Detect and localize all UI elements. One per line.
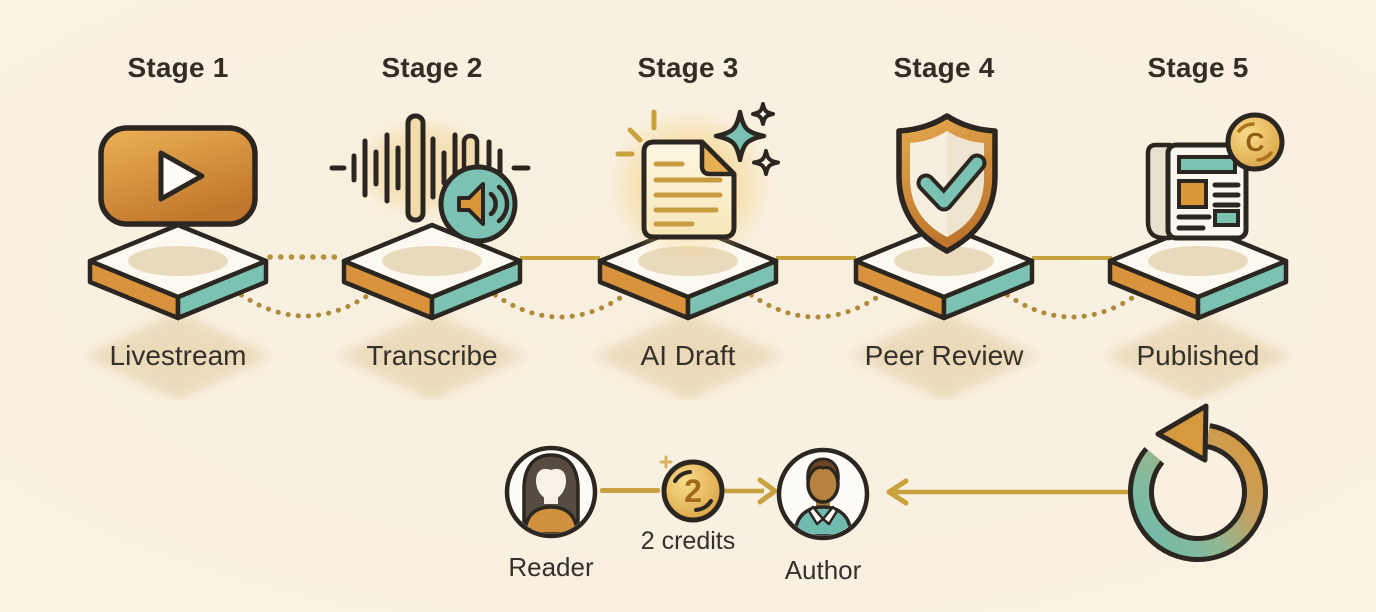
sparkle-small-top-icon bbox=[751, 102, 775, 126]
stage-4-header: Stage 4 bbox=[893, 52, 995, 83]
cycle-to-author-arrow bbox=[886, 478, 1128, 506]
stage-5-label: Published bbox=[1136, 340, 1260, 371]
stage-5-header: Stage 5 bbox=[1147, 52, 1249, 83]
newspaper-coin-icon: C bbox=[1145, 112, 1285, 241]
woman-icon bbox=[522, 453, 580, 534]
sparkle-large-icon bbox=[713, 109, 767, 163]
stage-1-label: Livestream bbox=[109, 340, 247, 371]
credit-coin-icon: C bbox=[1225, 112, 1285, 172]
stage-2-header: Stage 2 bbox=[381, 52, 483, 83]
shield-check-icon bbox=[896, 113, 998, 254]
author-avatar bbox=[776, 447, 870, 541]
stage-3-label: AI Draft bbox=[640, 340, 736, 371]
stage-5-platform: C bbox=[1068, 112, 1328, 400]
stage-2-label: Transcribe bbox=[366, 340, 498, 371]
reader-to-coin-line bbox=[600, 488, 660, 493]
reader-label: Reader bbox=[508, 552, 594, 582]
coin-sparkle-icon bbox=[659, 455, 673, 469]
man-icon bbox=[793, 457, 853, 536]
stage-3-header: Stage 3 bbox=[637, 52, 739, 83]
coin-value: 2 bbox=[684, 473, 702, 509]
stage-1-platform bbox=[48, 125, 308, 400]
author-label: Author bbox=[784, 555, 862, 585]
credits-label: 2 credits bbox=[640, 527, 736, 555]
coin-to-author-arrow bbox=[722, 477, 778, 505]
audio-waveform-speaker-icon bbox=[329, 113, 531, 244]
coin-letter: C bbox=[1246, 127, 1265, 157]
connector-arc-4 bbox=[996, 286, 1148, 320]
stage-3-platform bbox=[558, 102, 818, 400]
connector-arc-3 bbox=[740, 286, 892, 320]
stage-1-header: Stage 1 bbox=[127, 52, 229, 83]
document-sparkles-icon bbox=[608, 102, 780, 264]
refresh-cycle-icon bbox=[1128, 403, 1268, 563]
connector-arc-2 bbox=[484, 286, 636, 320]
light-rays-icon bbox=[615, 109, 657, 157]
stage-4-label: Peer Review bbox=[864, 340, 1024, 371]
sparkle-small-bottom-icon bbox=[752, 149, 780, 176]
connector-arc-1 bbox=[230, 286, 380, 319]
credits-coin-icon: 2 bbox=[659, 455, 725, 523]
reader-avatar bbox=[504, 445, 598, 539]
video-play-icon bbox=[98, 125, 258, 227]
stage-2-platform bbox=[329, 113, 531, 400]
stage-4-platform bbox=[814, 113, 1074, 400]
